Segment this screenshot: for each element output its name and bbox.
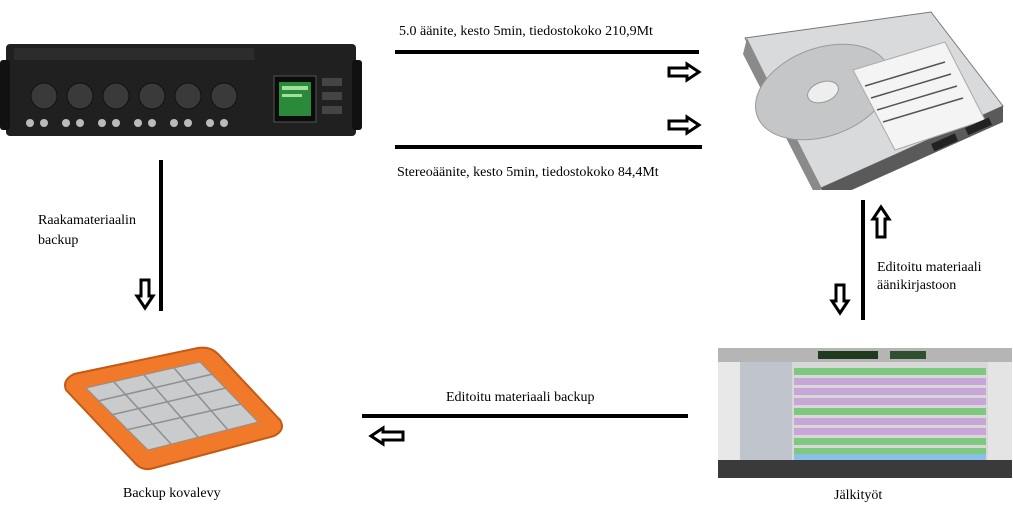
raw-backup-line (159, 160, 163, 311)
edited-library-label-line1: Editoitu materiaali (877, 260, 982, 275)
field-recorder-mixer-icon (0, 44, 362, 136)
arrow-up-icon (870, 204, 892, 239)
surround-transfer-line (395, 50, 699, 54)
post-production-label: Jälkityöt (834, 488, 883, 503)
arrow-right-icon (667, 61, 702, 83)
backup-drive-label: Backup kovalevy (123, 486, 221, 501)
edited-backup-label: Editoitu materiaali backup (446, 390, 595, 405)
stereo-transfer-line (395, 145, 702, 149)
raw-backup-label-line2: backup (38, 233, 79, 248)
library-return-line (861, 200, 865, 320)
arrow-left-icon (368, 425, 405, 447)
arrow-down-icon (134, 278, 156, 311)
edited-library-label-line2: äänikirjastoon (877, 278, 957, 293)
daw-session-screenshot-icon (718, 348, 1012, 478)
edited-backup-line (362, 414, 688, 418)
arrow-down-icon (829, 283, 851, 316)
stereo-recording-label: Stereoäänite, kesto 5min, tiedostokoko 8… (397, 165, 659, 180)
internal-hard-drive-icon (743, 11, 1004, 190)
arrow-right-icon (667, 114, 702, 136)
raw-backup-label-line1: Raakamateriaalin (38, 213, 136, 228)
rugged-portable-drive-icon (64, 346, 283, 471)
surround-recording-label: 5.0 äänite, kesto 5min, tiedostokoko 210… (399, 24, 653, 39)
